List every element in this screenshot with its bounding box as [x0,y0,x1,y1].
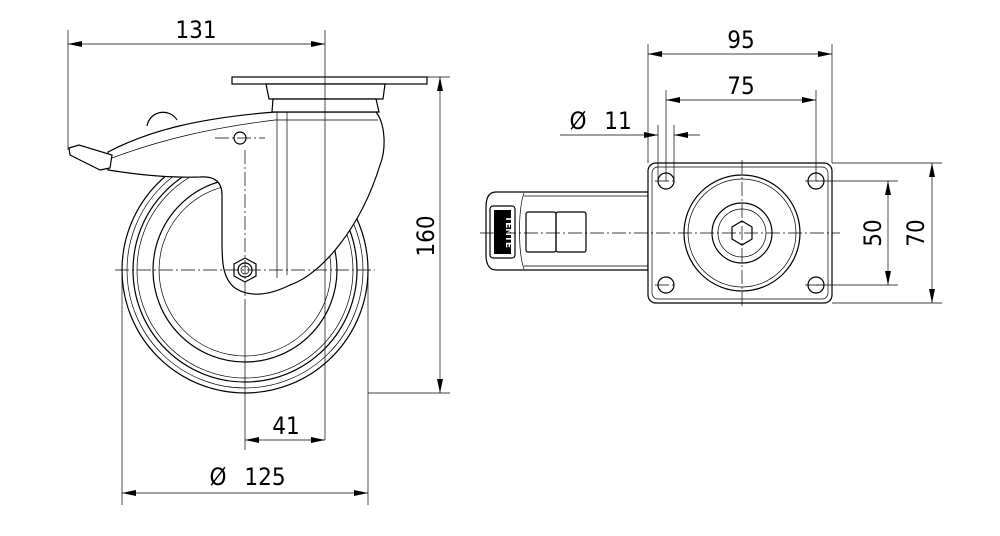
brake-arm: TENTE [485,191,649,271]
dim-160: 160 [412,215,440,256]
dim-41: 41 [272,412,299,440]
dim-125: 125 [244,463,285,491]
fork [107,111,385,295]
dim-11: 11 [604,107,631,135]
dim-131: 131 [175,16,216,44]
dim-50: 50 [859,219,887,246]
top-plate [231,76,428,113]
side-view: 131 160 41 Ø 125 [67,16,450,505]
dim-75: 75 [727,72,754,100]
dim-95: 95 [727,26,754,54]
svg-text:TENTE: TENTE [503,216,513,248]
brand-logo [494,210,511,254]
hole-diameter-symbol: Ø [570,107,587,135]
brake-pedal [68,111,178,171]
dim-70: 70 [902,219,930,246]
diameter-symbol: Ø [210,463,227,491]
top-view: TENTE 95 75 Ø 11 50 70 [480,26,942,306]
